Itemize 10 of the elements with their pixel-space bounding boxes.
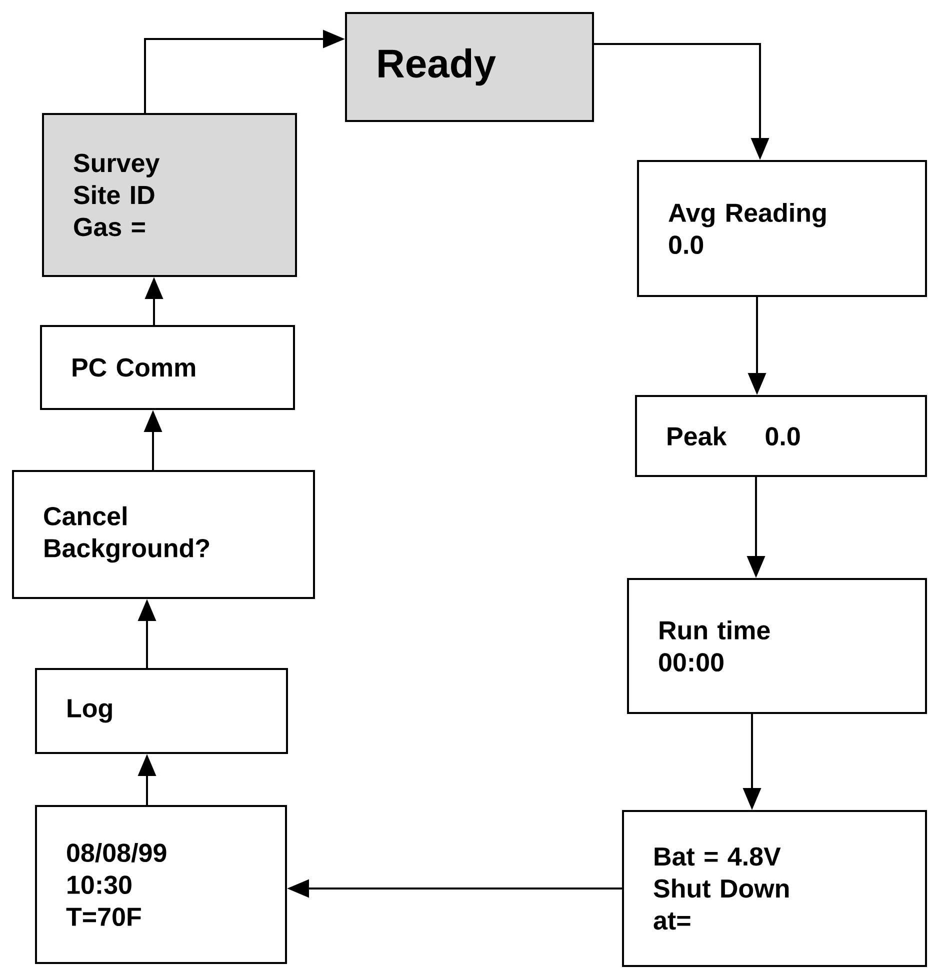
state-box: Log bbox=[35, 668, 288, 754]
state-box: Avg Reading 0.0 bbox=[637, 160, 927, 297]
state-box: 08/08/99 10:30 T=70F bbox=[35, 805, 287, 964]
state-box: Run time 00:00 bbox=[627, 578, 927, 714]
state-box: PC Comm bbox=[40, 325, 295, 410]
state-box: Peak 0.0 bbox=[635, 395, 927, 477]
state-box: Ready bbox=[345, 12, 594, 122]
state-box: Bat = 4.8V Shut Down at= bbox=[622, 810, 927, 968]
state-box: Survey Site ID Gas = bbox=[42, 113, 297, 277]
state-box: Cancel Background? bbox=[12, 470, 315, 599]
